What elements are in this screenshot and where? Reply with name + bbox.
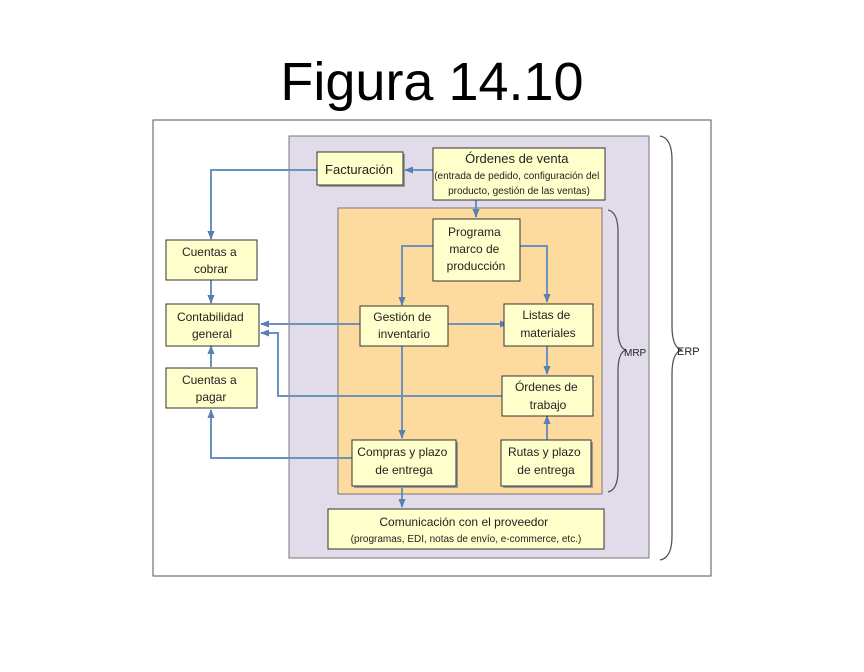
svg-text:Comunicación con el proveedor: Comunicación con el proveedor (programas… <box>351 513 582 545</box>
svg-text:Rutas y plazo de entrega: Rutas y plazo de entrega <box>508 445 584 477</box>
cuentas-cobrar-line1: Cuentas a <box>182 245 237 259</box>
programa-box: Programa marco de producción <box>432 218 521 282</box>
rutas-line1: Rutas y plazo <box>508 445 581 459</box>
svg-text:Programa marco de: Programa marco de producción <box>447 225 506 273</box>
svg-text:Listas de materiales: Listas de materiales <box>520 308 575 340</box>
arrow-programa-gestion <box>398 245 433 306</box>
contabilidad-box: Contabilidad general <box>165 303 260 347</box>
programa-line3: producción <box>447 259 506 273</box>
arrow-trabajo-contabilidad <box>260 329 502 397</box>
programa-line2: marco de <box>449 242 499 256</box>
contabilidad-line1: Contabilidad <box>177 310 244 324</box>
gestion-box: Gestión de inventario <box>359 305 449 347</box>
gestion-line2: inventario <box>378 327 430 341</box>
rutas-box: Rutas y plazo de entrega <box>500 439 593 488</box>
erp-label: ERP <box>677 346 700 358</box>
facturacion-text: Facturación <box>325 162 393 177</box>
ordenes-venta-title: Órdenes de venta <box>465 151 569 166</box>
arrow-programa-listas <box>520 245 551 303</box>
svg-text:Compras y plazo de entr: Compras y plazo de entrega <box>357 445 450 477</box>
cuentas-cobrar-box: Cuentas a cobrar <box>165 239 258 281</box>
svg-text:Órdenes de trabajo: Órdenes de trabajo <box>515 379 581 412</box>
ordenes-venta-box: Órdenes de venta (entrada de pedido, con… <box>432 147 606 201</box>
ordenes-trabajo-line2: trabajo <box>530 398 567 412</box>
svg-text:Cuentas a pagar: Cuentas a pagar <box>182 373 240 404</box>
cuentas-pagar-box: Cuentas a pagar <box>165 367 258 409</box>
compras-line1: Compras y plazo <box>357 445 447 459</box>
cuentas-pagar-line1: Cuentas a <box>182 373 237 387</box>
svg-text:Cuentas a cobrar: Cuentas a cobrar <box>182 245 240 276</box>
comunicacion-line2: (programas, EDI, notas de envío, e-comme… <box>351 534 582 545</box>
programa-line1: Programa <box>448 225 501 239</box>
ordenes-trabajo-line1: Órdenes de <box>515 379 578 394</box>
svg-text:Facturación: Facturación <box>325 162 393 177</box>
arrow-compras-pagar <box>207 409 352 459</box>
svg-text:Contabilidad general: Contabilidad general <box>177 310 247 341</box>
mrp-label: MRP <box>624 348 647 359</box>
compras-box: Compras y plazo de entrega <box>351 439 458 488</box>
svg-text:Órdenes de venta (entrad: Órdenes de venta (entrada de pedido, con… <box>434 150 604 197</box>
arrow-facturacion-cobrar <box>207 169 317 240</box>
listas-line1: Listas de <box>522 308 570 322</box>
ordenes-trabajo-box: Órdenes de trabajo <box>501 375 594 417</box>
facturacion-box: Facturación <box>316 151 405 187</box>
mrp-brace <box>607 209 627 493</box>
comunicacion-line1: Comunicación con el proveedor <box>379 515 548 529</box>
gestion-line1: Gestión de <box>373 310 431 324</box>
listas-box: Listas de materiales <box>503 303 594 347</box>
cuentas-pagar-line2: pagar <box>196 390 227 404</box>
ordenes-venta-sub1: (entrada de pedido, configuración del <box>434 171 599 182</box>
comunicacion-box: Comunicación con el proveedor (programas… <box>327 508 605 550</box>
listas-line2: materiales <box>520 326 575 340</box>
svg-text:Gestión de inventario: Gestión de inventario <box>373 310 434 341</box>
erp-brace <box>659 135 683 561</box>
compras-line2: de entrega <box>375 463 433 477</box>
contabilidad-line2: general <box>192 327 232 341</box>
rutas-line2: de entrega <box>517 463 575 477</box>
cuentas-cobrar-line2: cobrar <box>194 262 228 276</box>
ordenes-venta-sub2: producto, gestión de las ventas) <box>448 186 590 197</box>
page-title: Figura 14.10 <box>280 52 584 112</box>
